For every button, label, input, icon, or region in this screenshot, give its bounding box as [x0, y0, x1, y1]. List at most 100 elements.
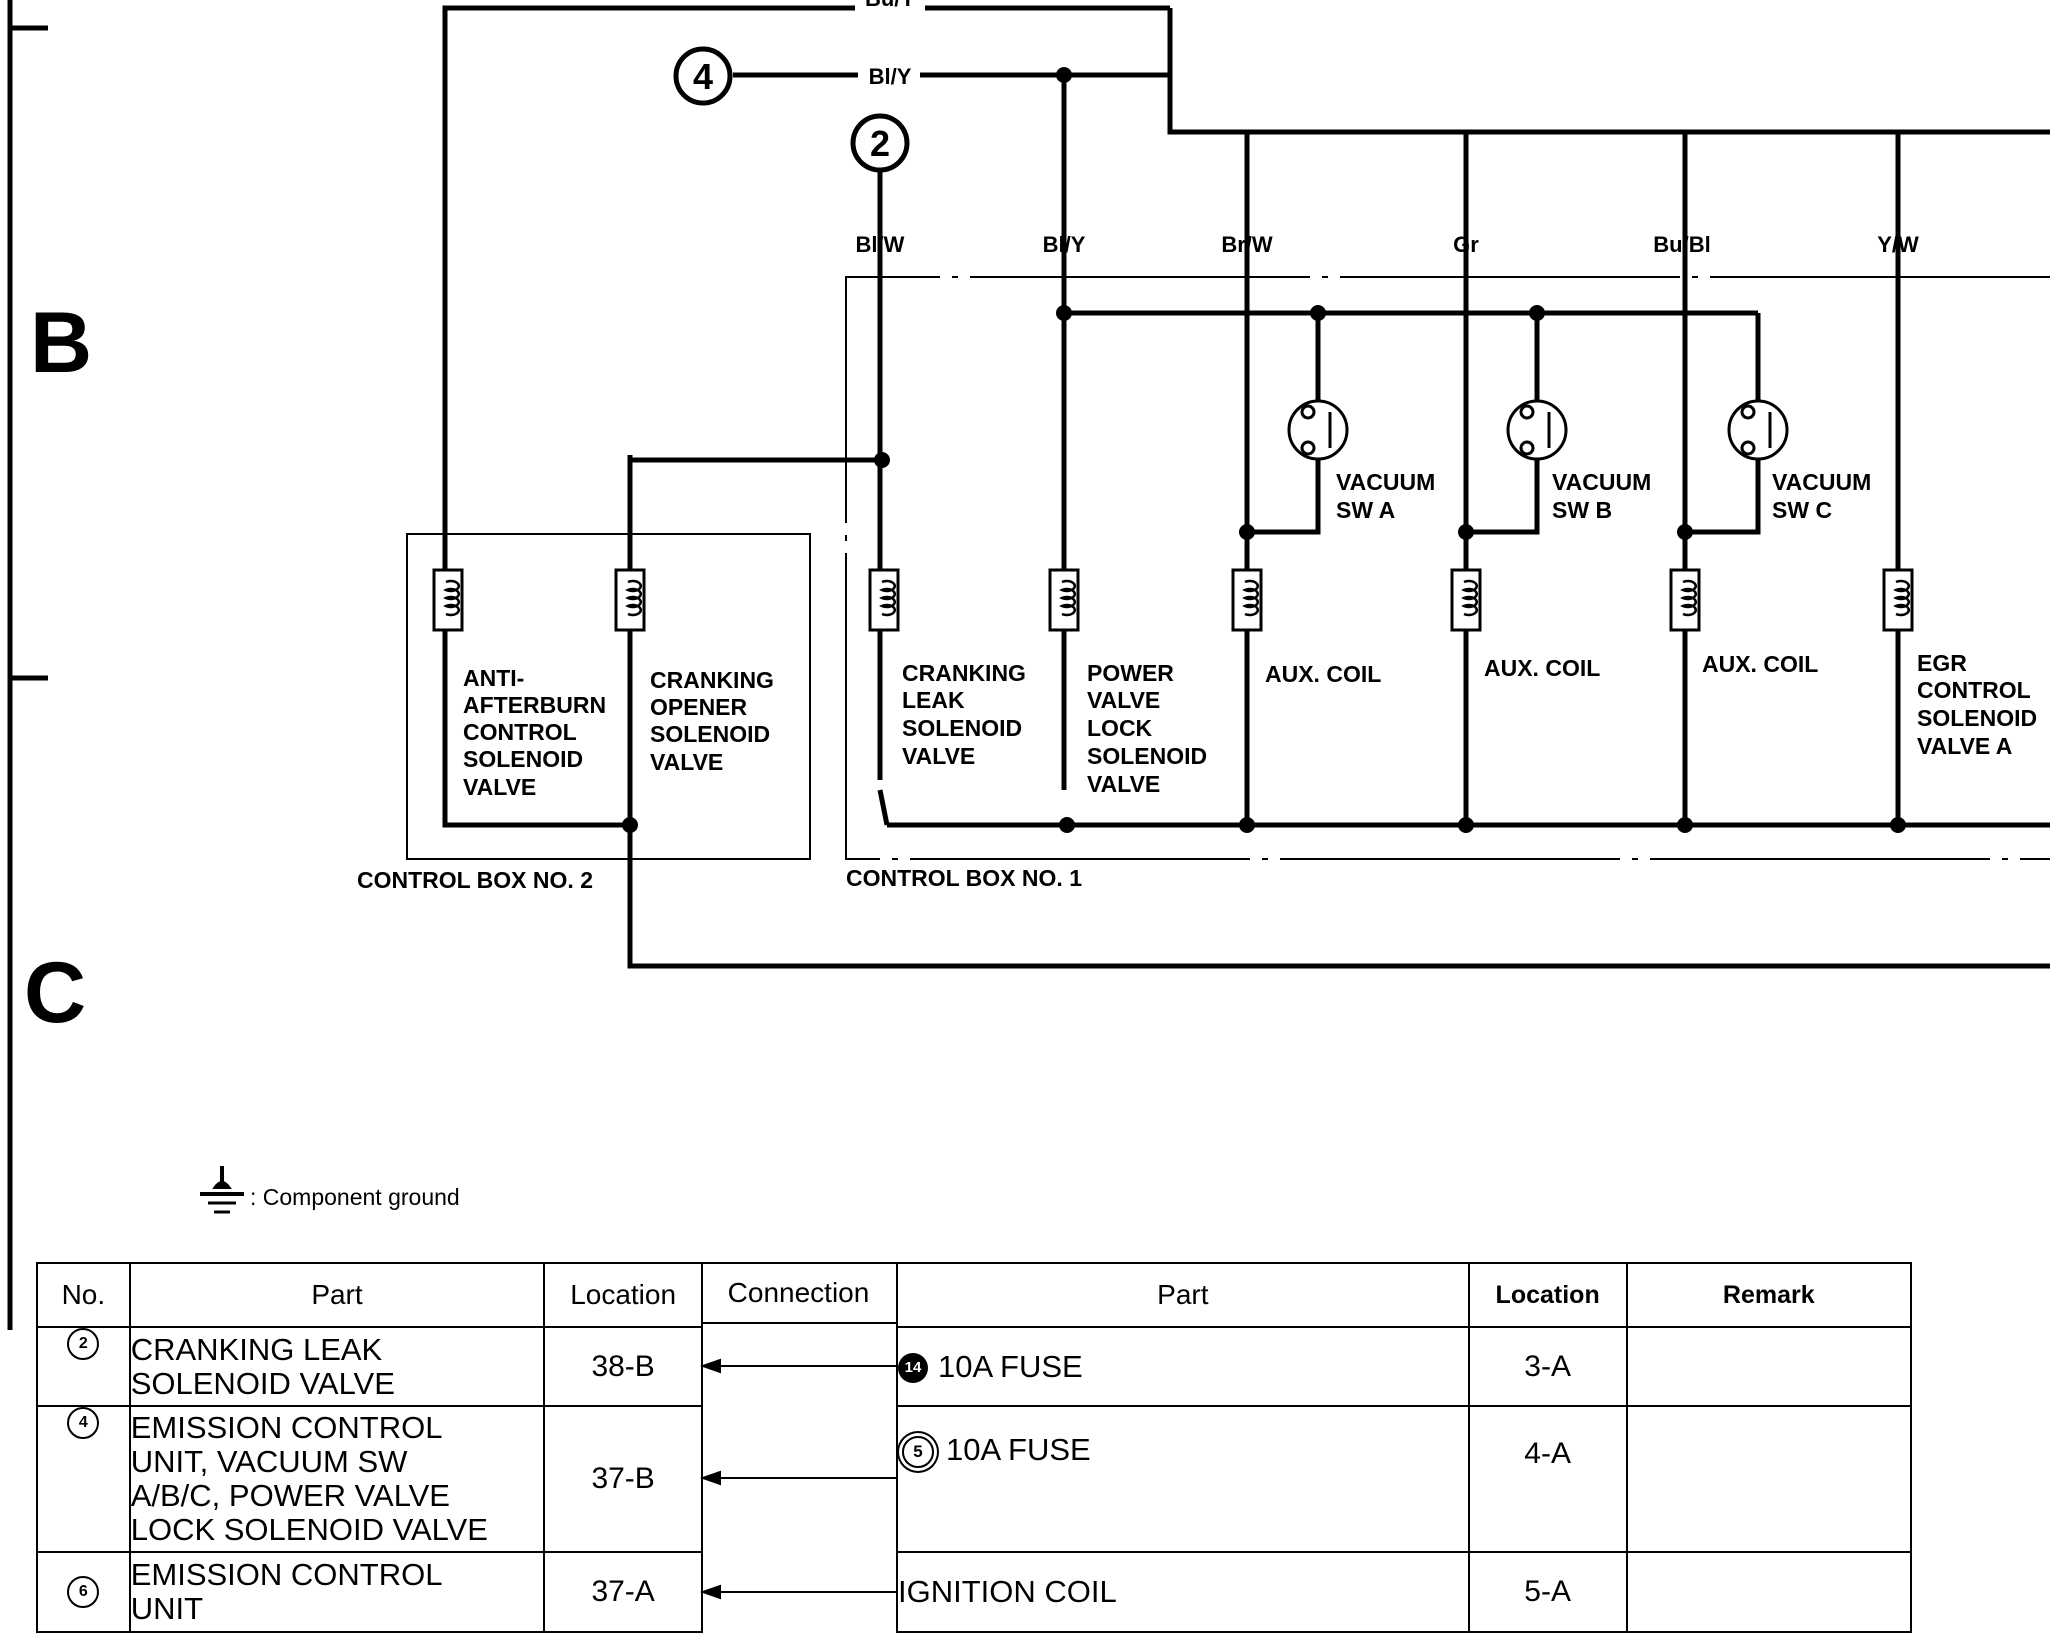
svg-text:SOLENOID: SOLENOID — [902, 715, 1022, 741]
wire-label-gr: Gr — [1453, 232, 1479, 257]
svg-text:VACUUM: VACUUM — [1336, 469, 1435, 495]
aux-coil-c-icon — [1669, 568, 1701, 632]
connector-2-label: 2 — [870, 123, 890, 164]
label-cranking-opener: CRANKING OPENER SOLENOID VALVE — [650, 667, 774, 775]
vacuum-switch-c-icon — [1727, 399, 1789, 461]
svg-text:SOLENOID: SOLENOID — [1917, 705, 2037, 731]
wire-label-top: Bu/Y — [865, 0, 915, 11]
label-aux-coil-a: AUX. COIL — [1265, 661, 1381, 687]
wire-label-bl-w: Bl/W — [856, 232, 905, 257]
row-location: 3-A — [1467, 1326, 1628, 1407]
svg-text:LEAK: LEAK — [902, 687, 965, 713]
header-remark: Remark — [1625, 1262, 1913, 1328]
svg-text:SW B: SW B — [1552, 497, 1612, 523]
svg-text:SW C: SW C — [1772, 497, 1832, 523]
svg-text:SOLENOID: SOLENOID — [650, 721, 770, 747]
row-location: 37-A — [543, 1551, 703, 1633]
row-remark — [1625, 1326, 1913, 1407]
connection-header: Connection — [701, 1262, 896, 1324]
row-location: 5-A — [1467, 1551, 1628, 1633]
svg-text:CONTROL: CONTROL — [463, 719, 577, 745]
label-control-box-1: CONTROL BOX NO. 1 — [846, 865, 1082, 891]
row-remark — [1625, 1551, 1913, 1633]
egr-coil-icon — [1882, 568, 1914, 632]
svg-text:AFTERBURN: AFTERBURN — [463, 692, 606, 718]
connector-4-label: 4 — [693, 56, 713, 97]
legend-text: : Component ground — [250, 1184, 460, 1210]
svg-text:VACUUM: VACUUM — [1552, 469, 1651, 495]
header-location: Location — [1467, 1262, 1628, 1328]
row-location: 37-B — [543, 1405, 703, 1553]
vacuum-switch-b-icon — [1506, 399, 1568, 461]
label-egr: EGR CONTROL SOLENOID VALVE A — [1917, 650, 2037, 759]
label-vacuum-sw-a: VACUUM SW A — [1336, 469, 1435, 523]
header-part: Part — [896, 1262, 1470, 1328]
fuse-badge-icon: 5 — [902, 1435, 934, 1468]
svg-text:EGR: EGR — [1917, 650, 1967, 676]
vacuum-switch-a-icon — [1287, 399, 1349, 461]
label-anti-afterburn: ANTI- AFTERBURN CONTROL SOLENOID VALVE — [463, 665, 606, 800]
wire-label-y-w: Y/W — [1877, 232, 1919, 257]
svg-text:ANTI-: ANTI- — [463, 665, 524, 691]
svg-text:CONTROL: CONTROL — [1917, 677, 2031, 703]
connection-arrows — [699, 1358, 896, 1600]
anti-afterburn-coil-icon — [432, 568, 464, 632]
row-number: 6 — [67, 1576, 100, 1608]
row-number: 2 — [67, 1328, 100, 1360]
wire-label-bu-bl: Bu/Bl — [1653, 232, 1710, 257]
label-cranking-leak: CRANKING LEAK SOLENOID VALVE — [902, 660, 1026, 769]
wire-label-br-w: Br/W — [1221, 232, 1273, 257]
row-part: IGNITION COIL — [896, 1551, 1470, 1633]
svg-text:VALVE: VALVE — [650, 749, 723, 775]
component-ground-icon — [200, 1166, 244, 1214]
svg-text:SOLENOID: SOLENOID — [463, 746, 583, 772]
row-location: 4-A — [1467, 1405, 1628, 1553]
label-control-box-2: CONTROL BOX NO. 2 — [357, 867, 593, 893]
fuse-badge-icon: 14 — [898, 1353, 928, 1384]
wire-label-bl-y: Bl/Y — [1043, 232, 1086, 257]
svg-text:VALVE: VALVE — [1087, 771, 1160, 797]
row-number: 4 — [67, 1407, 100, 1439]
svg-text:LOCK: LOCK — [1087, 715, 1153, 741]
svg-text:VALVE: VALVE — [902, 743, 975, 769]
svg-text:CRANKING: CRANKING — [902, 660, 1026, 686]
label-vacuum-sw-b: VACUUM SW B — [1552, 469, 1651, 523]
connector-4: 4 — [673, 46, 733, 106]
header-part: Part — [128, 1262, 546, 1328]
svg-text:VACUUM: VACUUM — [1772, 469, 1871, 495]
header-location: Location — [543, 1262, 703, 1328]
section-b-label: B — [30, 295, 92, 391]
svg-text:SW A: SW A — [1336, 497, 1395, 523]
svg-text:OPENER: OPENER — [650, 694, 748, 720]
margin-bar — [7, 0, 48, 1330]
label-power-valve: POWER VALVE LOCK SOLENOID VALVE — [1087, 660, 1207, 797]
svg-text:CRANKING: CRANKING — [650, 667, 774, 693]
label-aux-coil-c: AUX. COIL — [1702, 651, 1818, 677]
connector-2: 2 — [850, 113, 910, 173]
label-aux-coil-b: AUX. COIL — [1484, 655, 1600, 681]
cranking-opener-coil-icon — [614, 568, 646, 632]
aux-coil-a-icon — [1231, 568, 1263, 632]
wires — [442, 5, 2050, 969]
svg-text:VALVE: VALVE — [1087, 687, 1160, 713]
wire-label-bl-y-top: Bl/Y — [869, 64, 912, 89]
control-box-outlines — [406, 276, 2050, 860]
power-valve-coil-icon — [1048, 568, 1080, 632]
svg-text:POWER: POWER — [1087, 660, 1174, 686]
svg-text:VALVE A: VALVE A — [1917, 733, 2012, 759]
header-no: No. — [36, 1262, 131, 1328]
table-row: IGNITION COIL 5-A — [896, 1551, 1913, 1633]
svg-text:VALVE: VALVE — [463, 774, 536, 800]
cranking-leak-coil-icon — [868, 568, 900, 632]
